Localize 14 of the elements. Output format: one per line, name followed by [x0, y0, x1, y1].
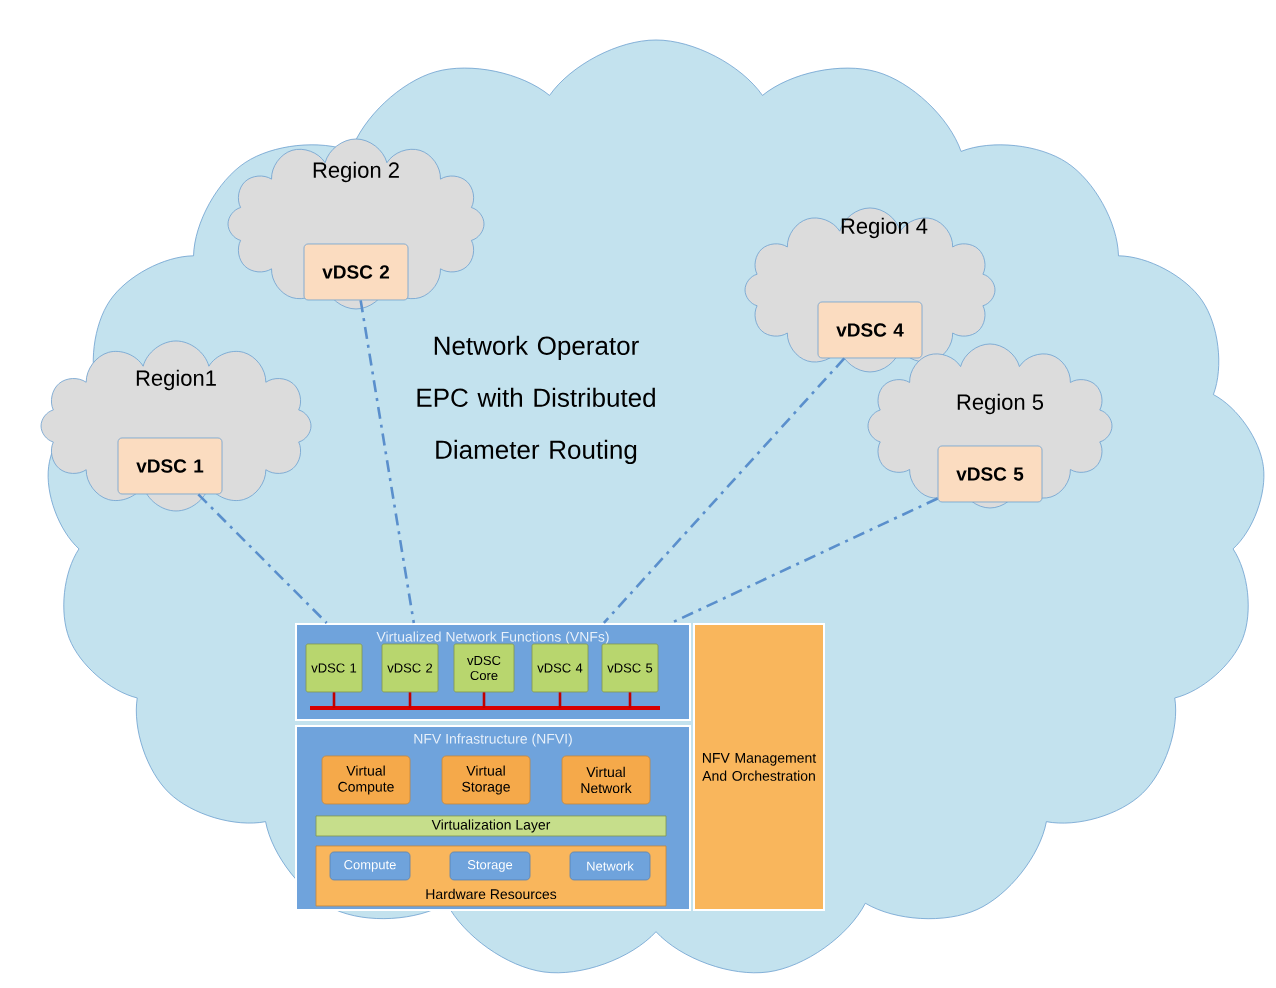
bus-connector [558, 692, 562, 708]
bus-connector [408, 692, 412, 708]
vdsc-box: vDSC 1 [117, 437, 223, 495]
connector-line [197, 493, 328, 624]
vdsc-box: vDSC 4 [817, 301, 923, 359]
bus-bar [310, 705, 660, 710]
bus-connector [628, 692, 632, 708]
connector-line [602, 357, 846, 624]
connector-line [359, 300, 416, 624]
bus-connector [482, 692, 486, 708]
connector-line [670, 497, 939, 625]
bus-connector [332, 692, 336, 708]
vdsc-box: vDSC 2 [303, 243, 409, 301]
vdsc-box: vDSC 5 [937, 445, 1043, 503]
